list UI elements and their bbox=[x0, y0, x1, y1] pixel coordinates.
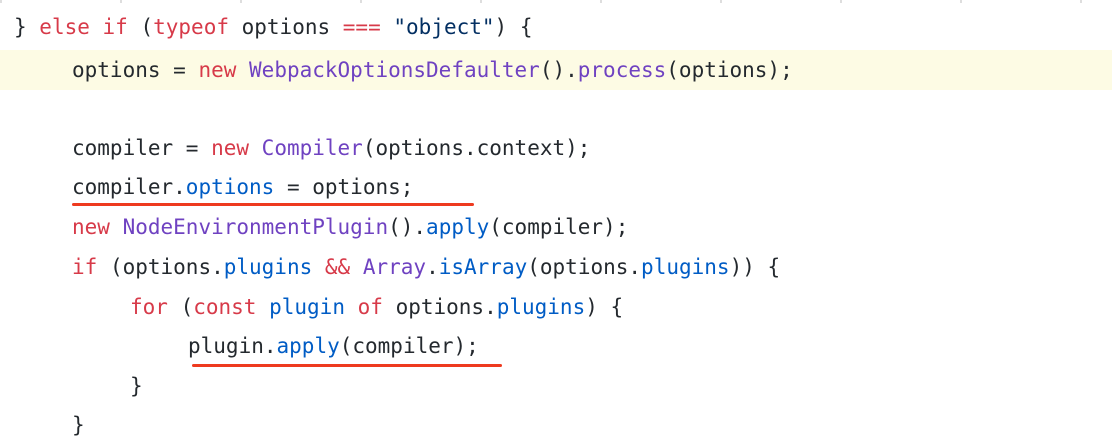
token: options = bbox=[72, 58, 199, 82]
code-line-4[interactable]: compiler = new Compiler(options.context)… bbox=[0, 128, 1112, 168]
code-line-4-text: compiler = new Compiler(options.context)… bbox=[72, 128, 590, 168]
code-line-1-text: } else if (typeof options === "object") … bbox=[14, 7, 532, 47]
code-line-11-text: } bbox=[72, 405, 85, 445]
method-token: isArray bbox=[438, 255, 528, 279]
method-token: apply bbox=[276, 334, 340, 358]
token bbox=[249, 136, 262, 160]
token bbox=[256, 295, 269, 319]
code-line-9[interactable]: plugin.apply(compiler); bbox=[0, 326, 1112, 366]
code-line-2-highlighted[interactable]: options = new WebpackOptionsDefaulter().… bbox=[0, 50, 1112, 90]
keyword-token: new bbox=[198, 58, 237, 82]
token: ( bbox=[167, 295, 194, 319]
keyword-token: of bbox=[357, 295, 383, 319]
token: (compiler); bbox=[489, 215, 629, 239]
operator-token: && bbox=[324, 255, 351, 279]
token: (). bbox=[388, 215, 427, 239]
variable-token: plugin bbox=[269, 295, 345, 319]
property-token: options bbox=[185, 175, 275, 199]
code-line-6-text: new NodeEnvironmentPlugin().apply(compil… bbox=[72, 207, 628, 247]
token: (options); bbox=[666, 58, 793, 82]
keyword-token: typeof bbox=[153, 15, 229, 39]
keyword-token: new bbox=[211, 136, 250, 160]
token: ( bbox=[127, 15, 154, 39]
token: ) { bbox=[585, 295, 624, 319]
token bbox=[236, 58, 249, 82]
token bbox=[350, 255, 363, 279]
code-line-5-text: compiler.options = options; bbox=[72, 167, 413, 207]
code-line-8[interactable]: for (const plugin of options.plugins) { bbox=[0, 287, 1112, 327]
token: } bbox=[72, 413, 85, 437]
code-line-9-text: plugin.apply(compiler); bbox=[188, 326, 479, 366]
keyword-token: if bbox=[72, 255, 98, 279]
code-line-5[interactable]: compiler.options = options; bbox=[0, 167, 1112, 207]
token: ) { bbox=[494, 15, 533, 39]
token: = options; bbox=[274, 175, 414, 199]
code-line-8-text: for (const plugin of options.plugins) { bbox=[130, 287, 623, 327]
property-token: plugins bbox=[223, 255, 313, 279]
code-line-6[interactable]: new NodeEnvironmentPlugin().apply(compil… bbox=[0, 207, 1112, 247]
token: options. bbox=[382, 295, 497, 319]
token: )) { bbox=[729, 255, 781, 279]
code-line-10[interactable]: } bbox=[0, 366, 1112, 406]
keyword-token: new bbox=[72, 215, 110, 239]
token: (compiler); bbox=[339, 334, 479, 358]
keyword-token: else bbox=[39, 15, 90, 39]
token: compiler = bbox=[72, 136, 212, 160]
token: plugin. bbox=[188, 334, 277, 358]
token bbox=[345, 295, 358, 319]
property-token: plugins bbox=[496, 295, 586, 319]
previous-line-remnant bbox=[0, 0, 1112, 3]
class-token: Array bbox=[362, 255, 427, 279]
token bbox=[312, 255, 325, 279]
token: } bbox=[130, 374, 143, 398]
token: (options. bbox=[527, 255, 642, 279]
keyword-token: for bbox=[130, 295, 168, 319]
token bbox=[381, 15, 394, 39]
token: (options. bbox=[97, 255, 224, 279]
token: } bbox=[14, 15, 40, 39]
class-token: Compiler bbox=[261, 136, 363, 160]
code-line-10-text: } bbox=[130, 366, 143, 406]
keyword-token: if bbox=[102, 15, 128, 39]
code-line-2-text: options = new WebpackOptionsDefaulter().… bbox=[72, 50, 793, 90]
class-token: WebpackOptionsDefaulter bbox=[249, 58, 540, 82]
token: compiler. bbox=[72, 175, 186, 199]
code-line-3-blank[interactable] bbox=[0, 90, 1112, 130]
token: (options.context); bbox=[362, 136, 591, 160]
token bbox=[90, 15, 103, 39]
code-line-1[interactable]: } else if (typeof options === "object") … bbox=[0, 7, 1112, 47]
string-token: "object" bbox=[393, 15, 495, 39]
annotation-underline-plugin-apply bbox=[192, 364, 502, 367]
operator-token: === bbox=[342, 15, 381, 39]
class-token: NodeEnvironmentPlugin bbox=[122, 215, 389, 239]
code-line-7-text: if (options.plugins && Array.isArray(opt… bbox=[72, 247, 780, 287]
method-token: process bbox=[577, 58, 667, 82]
token: options bbox=[228, 15, 343, 39]
token: (). bbox=[539, 58, 578, 82]
token: . bbox=[426, 255, 439, 279]
token bbox=[110, 215, 123, 239]
code-line-11[interactable]: } bbox=[0, 405, 1112, 445]
code-line-7[interactable]: if (options.plugins && Array.isArray(opt… bbox=[0, 247, 1112, 287]
method-token: apply bbox=[426, 215, 490, 239]
keyword-token: const bbox=[193, 295, 257, 319]
annotation-underline-compiler-options bbox=[72, 203, 474, 206]
property-token: plugins bbox=[641, 255, 730, 279]
